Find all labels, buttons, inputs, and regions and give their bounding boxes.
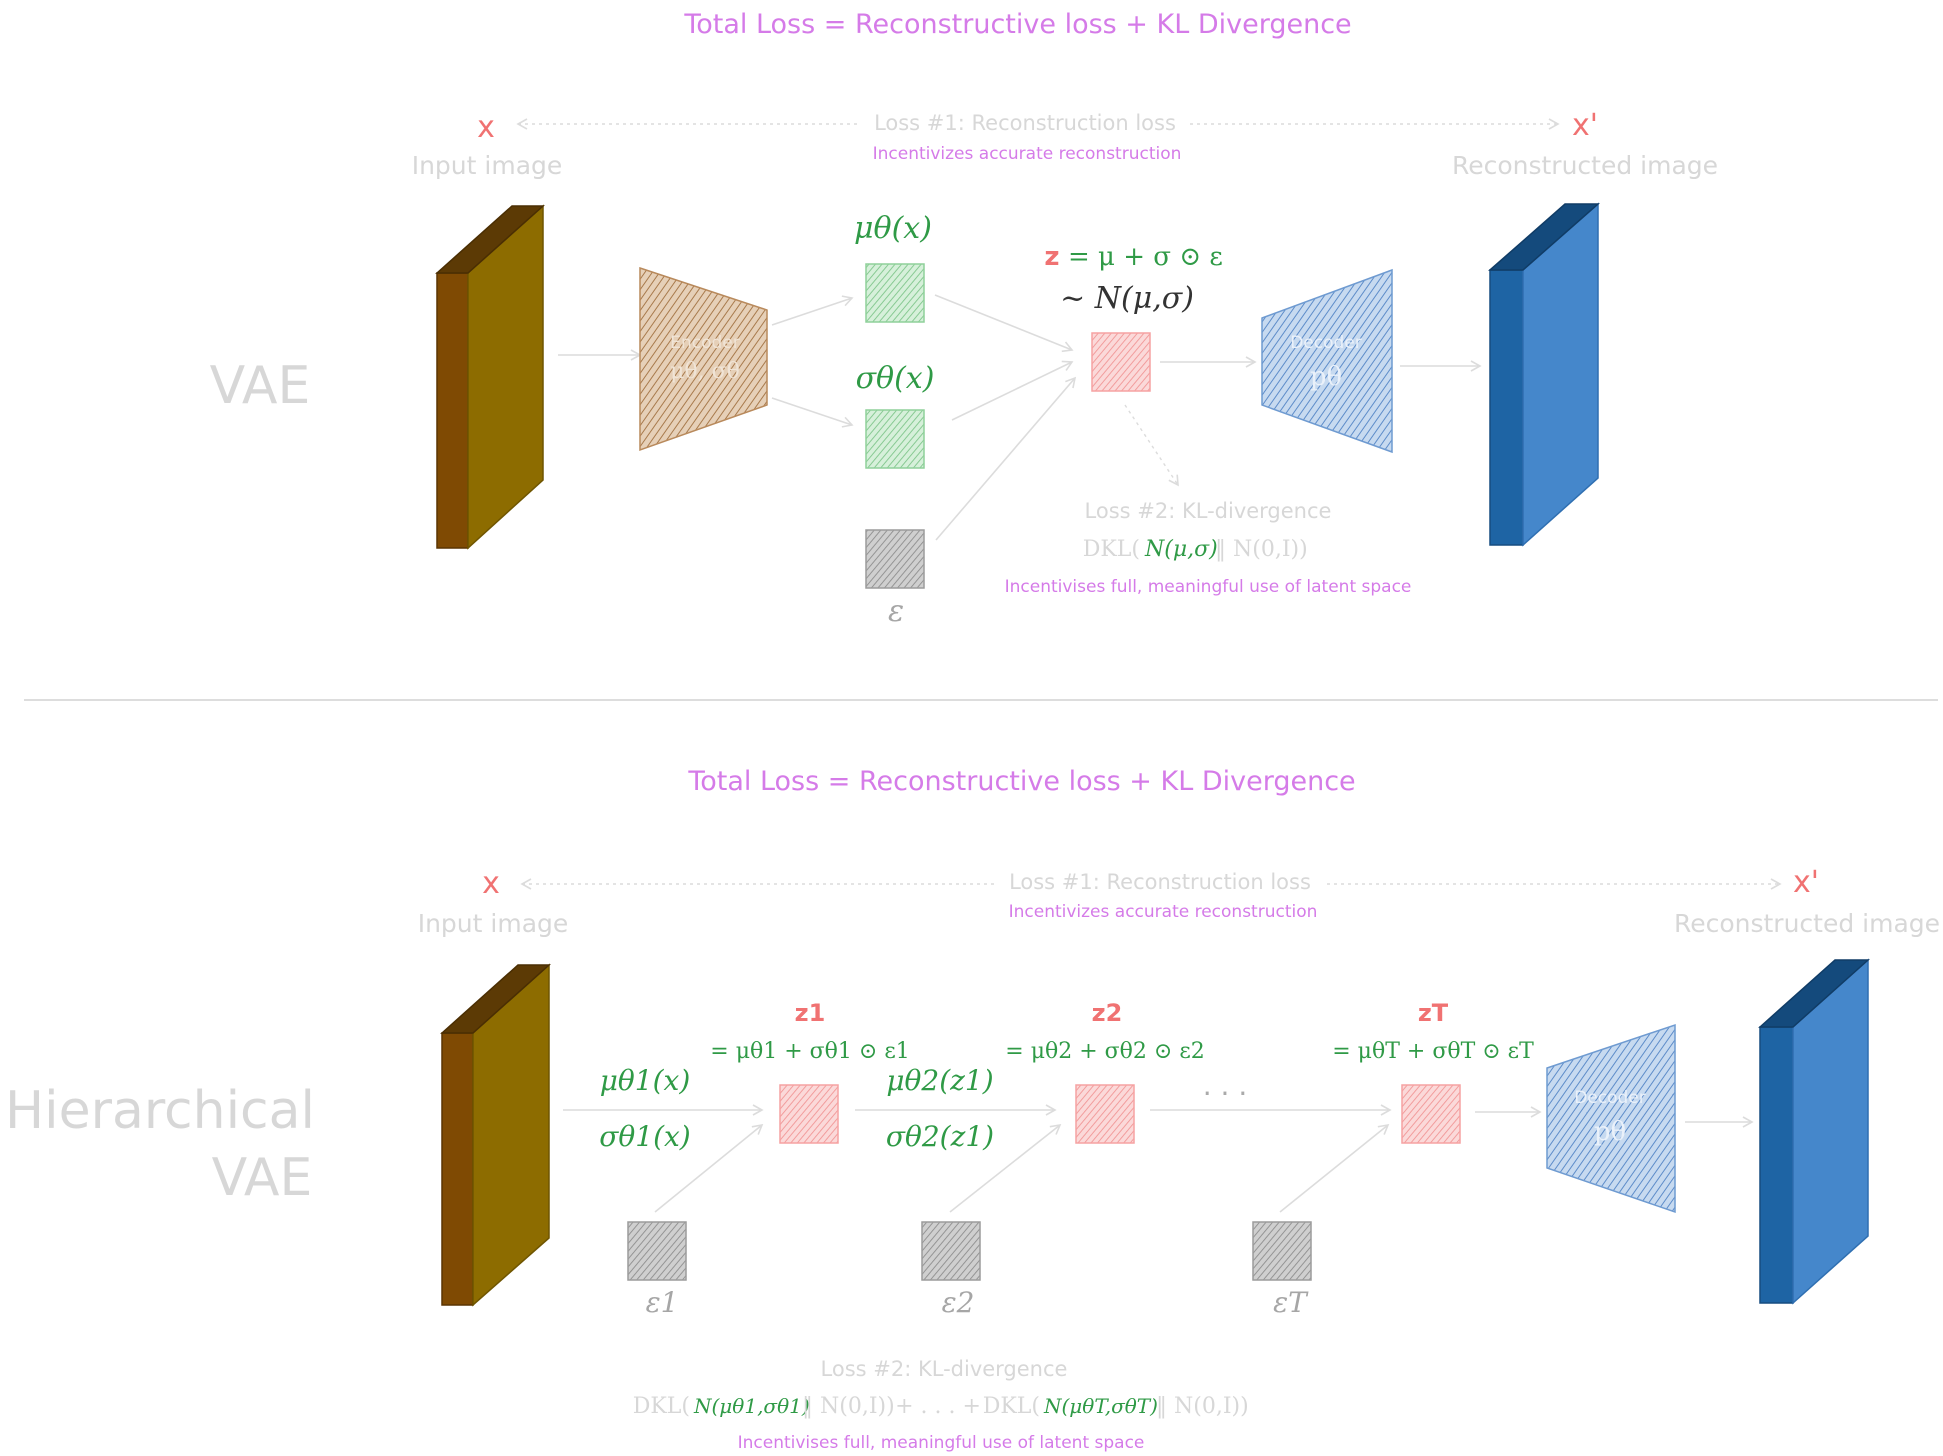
- vae-z-vector: [1091, 332, 1151, 392]
- vae-z-equation: = μ + σ ⊙ ε: [1068, 242, 1223, 272]
- vae-input-image-block: [435, 204, 545, 550]
- hvae-z2-vector: [1075, 1084, 1135, 1144]
- hvae-section-label-line1: Hierarchical: [5, 1081, 315, 1141]
- hvae-zT-symbol: zT: [1418, 999, 1449, 1027]
- hvae-noise-vector-2: [921, 1221, 981, 1281]
- hvae-z1-symbol: z1: [795, 999, 826, 1027]
- hvae-section: Total Loss = Reconstructive loss + KL Di…: [5, 766, 1940, 1453]
- vae-encoder-label: Encoder: [670, 333, 740, 353]
- hvae-loss2-kl-b-prefix: DKL(: [983, 1394, 1040, 1419]
- hvae-mu2-label: μθ2(z1): [886, 1064, 993, 1097]
- hvae-decoder-label: Decoder: [1574, 1088, 1646, 1108]
- hvae-loss2-kl-a-prefix: DKL(: [633, 1394, 690, 1419]
- hvae-zT-equation: = μθT + σθT ⊙ εT: [1332, 1039, 1534, 1064]
- vae-output-symbol: x': [1572, 108, 1598, 143]
- vae-loss2-label: Loss #2: KL-divergence: [1085, 499, 1332, 523]
- vae-noise-vector: [865, 529, 925, 589]
- vae-decoder-label: Decoder: [1290, 333, 1362, 353]
- vae-epsilon-label: ε: [888, 594, 904, 629]
- vae-loss2-kl-term: N(μ,σ): [1144, 537, 1218, 562]
- hvae-section-label-line2: VAE: [212, 1148, 313, 1208]
- hvae-mu1-label: μθ1(x): [600, 1064, 691, 1097]
- vae-z-symbol: z: [1044, 242, 1059, 272]
- hvae-loss1-note: Incentivizes accurate reconstruction: [1009, 902, 1318, 922]
- hvae-eps2-label: ε2: [942, 1286, 975, 1319]
- vae-encoder: Encoder μθ, σθ: [639, 266, 768, 452]
- hvae-sigma1-label: σθ1(x): [599, 1120, 690, 1153]
- hvae-z1-vector: [779, 1084, 839, 1144]
- vae-sigma-label: σθ(x): [856, 361, 935, 396]
- vae-output-label: Reconstructed image: [1452, 151, 1718, 180]
- vae-input-label: Input image: [412, 151, 563, 180]
- vae-z-distribution: ~ N(μ,σ): [1060, 281, 1194, 316]
- hvae-loss2-kl-mid: + . . . +: [895, 1394, 981, 1419]
- hvae-zT-vector: [1401, 1084, 1461, 1144]
- hvae-loss2-kl-a-term: N(μθ1,σθ1): [693, 1394, 810, 1418]
- hvae-eps1-label: ε1: [646, 1286, 679, 1319]
- hvae-input-label: Input image: [418, 909, 569, 938]
- hvae-decoder-param: pθ: [1594, 1117, 1626, 1147]
- hvae-z2-equation: = μθ2 + σθ2 ⊙ ε2: [1005, 1039, 1204, 1064]
- vae-loss2-kl-suffix: ‖ N(0,I)): [1215, 537, 1308, 562]
- vae-loss1-label: Loss #1: Reconstruction loss: [874, 111, 1176, 135]
- vae-decoder-param: pθ: [1310, 362, 1342, 392]
- hvae-total-loss: Total Loss = Reconstructive loss + KL Di…: [687, 766, 1355, 797]
- vae-section-label: VAE: [210, 356, 311, 416]
- vae-mu-vector: [865, 263, 925, 323]
- hvae-noise-vector-T: [1252, 1221, 1312, 1281]
- hvae-output-label: Reconstructed image: [1674, 909, 1940, 938]
- hvae-z2-symbol: z2: [1092, 999, 1123, 1027]
- hvae-ellipsis: . . .: [1203, 1069, 1248, 1102]
- vae-sigma-vector: [865, 409, 925, 469]
- vae-encoder-params: μθ, σθ: [670, 359, 740, 384]
- hvae-output-symbol: x': [1793, 865, 1819, 900]
- vae-loss2-kl-prefix: DKL(: [1083, 537, 1140, 562]
- hvae-sigma2-label: σθ2(z1): [886, 1120, 994, 1153]
- vae-mu-label: μθ(x): [854, 211, 932, 246]
- vae-loss2-note: Incentivises full, meaningful use of lat…: [1005, 577, 1412, 597]
- hvae-z1-equation: = μθ1 + σθ1 ⊙ ε1: [710, 1039, 909, 1064]
- hvae-loss1-label: Loss #1: Reconstruction loss: [1009, 870, 1311, 894]
- vae-output-image-block: [1488, 202, 1600, 547]
- hvae-loss2-kl-a-suffix: ‖ N(0,I)): [802, 1394, 895, 1419]
- vae-loss1-note: Incentivizes accurate reconstruction: [873, 144, 1182, 164]
- hvae-input-symbol: x: [482, 866, 500, 901]
- vae-total-loss: Total Loss = Reconstructive loss + KL Di…: [683, 9, 1351, 40]
- hvae-loss2-kl-b-term: N(μθT,σθT): [1043, 1394, 1158, 1418]
- hvae-output-image-block: [1758, 958, 1870, 1305]
- hvae-decoder: Decoder pθ: [1546, 1023, 1676, 1214]
- hvae-noise-vector-1: [627, 1221, 687, 1281]
- hvae-epsT-label: εT: [1273, 1286, 1309, 1319]
- hvae-loss2-kl-b-suffix: ‖ N(0,I)): [1156, 1394, 1249, 1419]
- hvae-loss2-note: Incentivises full, meaningful use of lat…: [738, 1433, 1145, 1453]
- vae-section: Total Loss = Reconstructive loss + KL Di…: [210, 9, 1718, 629]
- hvae-input-image-block: [440, 963, 551, 1307]
- vae-decoder: Decoder pθ: [1261, 268, 1393, 454]
- hvae-loss2-label: Loss #2: KL-divergence: [821, 1357, 1068, 1381]
- vae-input-symbol: x: [477, 110, 495, 145]
